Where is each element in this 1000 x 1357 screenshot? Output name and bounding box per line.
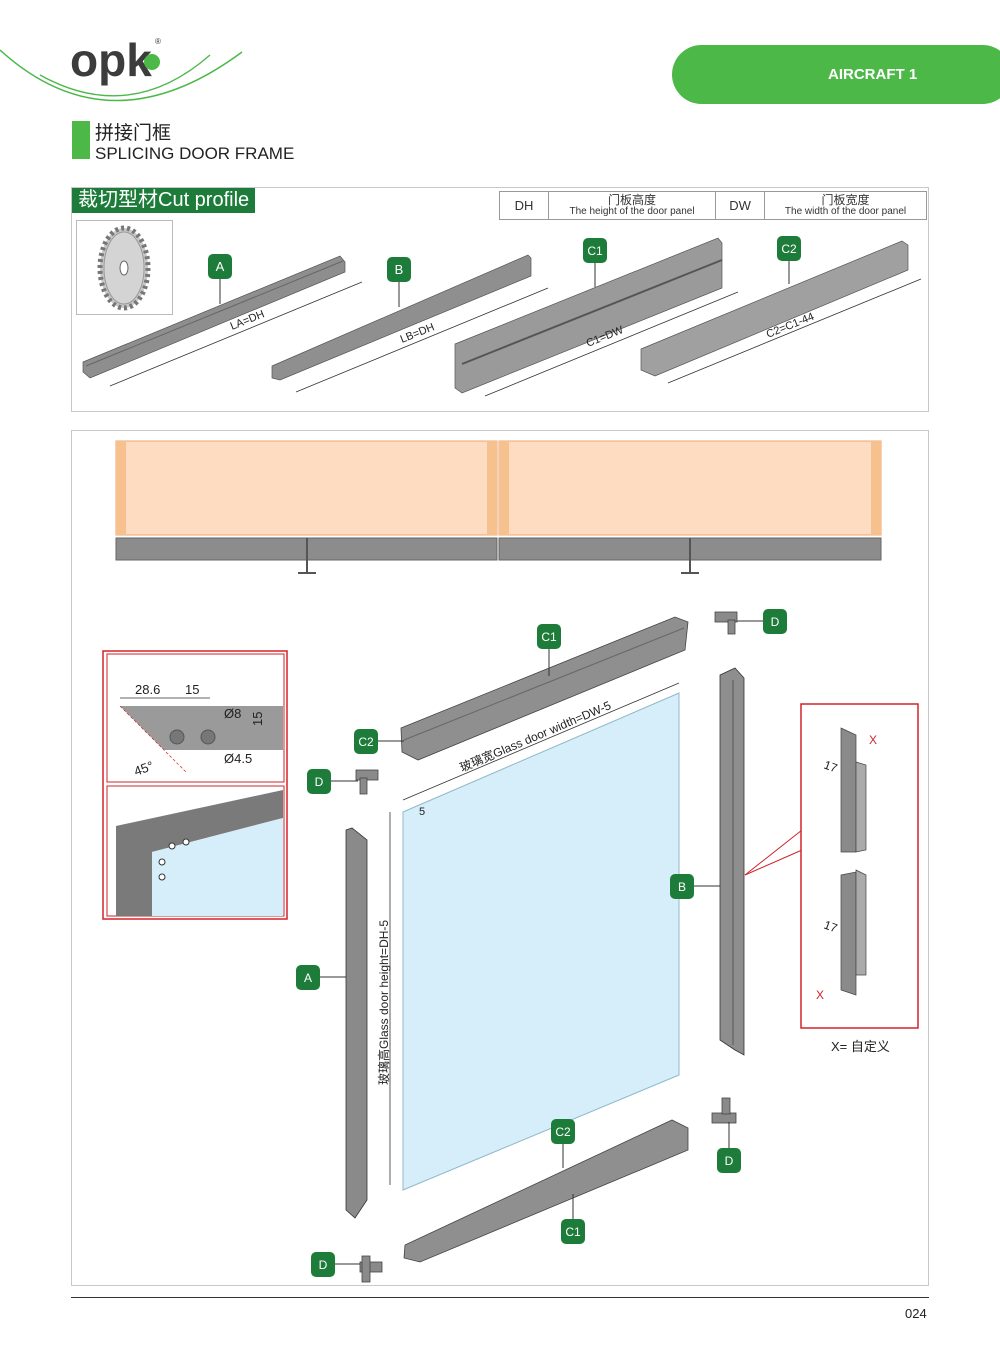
svg-text:D: D [319,1258,328,1272]
cut-profile-label: 裁切型材Cut profile [72,188,256,213]
tag-a: A [208,254,232,304]
dw-code: DW [715,191,766,220]
svg-text:17: 17 [822,918,840,936]
tag-d-top-left: D [307,769,358,794]
svg-text:C2: C2 [781,242,797,256]
dh-code: DH [499,191,549,220]
tag-b: B [670,874,720,899]
profiles-drawing: LA=DH LB=DH C1=DW C2=C1-44 A B C1 C2 [82,236,922,397]
tag-b: B [387,257,411,307]
svg-text:Ø4.5: Ø4.5 [224,751,252,766]
assembly-panel [71,430,929,1286]
svg-text:opk: opk [70,34,152,86]
aircraft-badge: AIRCRAFT 1 [672,45,1000,104]
svg-text:45°: 45° [132,758,156,779]
gap-label: 5 [419,806,425,818]
aircraft-label: AIRCRAFT 1 [828,66,918,83]
page-number: 024 [905,1306,927,1321]
cut-profile-panel [71,187,929,412]
dw-en: The width of the door panel [784,205,907,217]
dh-en: The height of the door panel [569,205,695,217]
svg-text:15: 15 [250,712,265,726]
page-title-en: SPLICING DOOR FRAME [95,144,295,163]
svg-text:A: A [216,259,225,274]
top-profile-c1 [400,616,689,761]
svg-text:A: A [304,971,312,985]
svg-text:C2: C2 [555,1125,571,1139]
tag-d-bottom-left: D [311,1252,360,1277]
svg-text:15: 15 [185,682,199,697]
svg-text:D: D [315,775,324,789]
saw-blade-icon [97,225,151,311]
svg-text:®: ® [155,37,161,46]
corner-detail: 28.6 15 Ø8 15 Ø4.5 45° [102,650,288,920]
dh-cn: 门板高度 [608,192,657,207]
svg-text:17: 17 [822,758,840,776]
svg-text:Ø8: Ø8 [224,706,241,721]
x-legend: X= 自定义 [831,1039,890,1054]
dw-cn: 门板宽度 [821,192,870,207]
svg-text:C1: C1 [565,1225,581,1239]
tag-d-bottom-right: D [717,1122,741,1173]
svg-text:C2: C2 [358,735,374,749]
side-detail: 17 17 X X [744,703,919,1029]
tag-d-top-right: D [737,609,787,634]
saw-blade-image [76,220,173,315]
title-marker [72,121,90,159]
footer-rule [71,1297,929,1298]
svg-text:X: X [869,733,877,747]
svg-text:X: X [816,988,824,1002]
door-panels-elevation [115,440,882,574]
tag-c1-bottom: C1 [561,1194,585,1244]
svg-text:D: D [771,615,780,629]
page-title-cn: 拼接门框 [95,123,172,144]
logo: opk ® [0,34,243,102]
tag-a: A [296,965,346,990]
svg-text:C1: C1 [541,630,557,644]
svg-text:28.6: 28.6 [135,682,160,697]
tag-c2-bottom: C2 [551,1119,575,1168]
corner-connectors [355,611,738,1283]
svg-text:B: B [678,880,686,894]
tag-c2-top: C2 [354,729,404,754]
tag-c1: C1 [583,238,607,287]
assembly-drawing: 玻璃宽Glass door width=DW-5 玻璃高Glass door h… [102,440,919,1283]
glass-height-label: 玻璃高Glass door height=DH-5 [376,920,391,1085]
svg-text:B: B [395,262,404,277]
tag-c2: C2 [777,236,801,284]
bottom-profile [403,1119,689,1263]
svg-text:C1: C1 [587,244,603,258]
tag-c1-top: C1 [537,624,561,676]
glass-panel [402,692,680,1191]
svg-text:D: D [725,1154,734,1168]
side-profile-b [719,667,745,1056]
side-profile-a [345,827,368,1219]
